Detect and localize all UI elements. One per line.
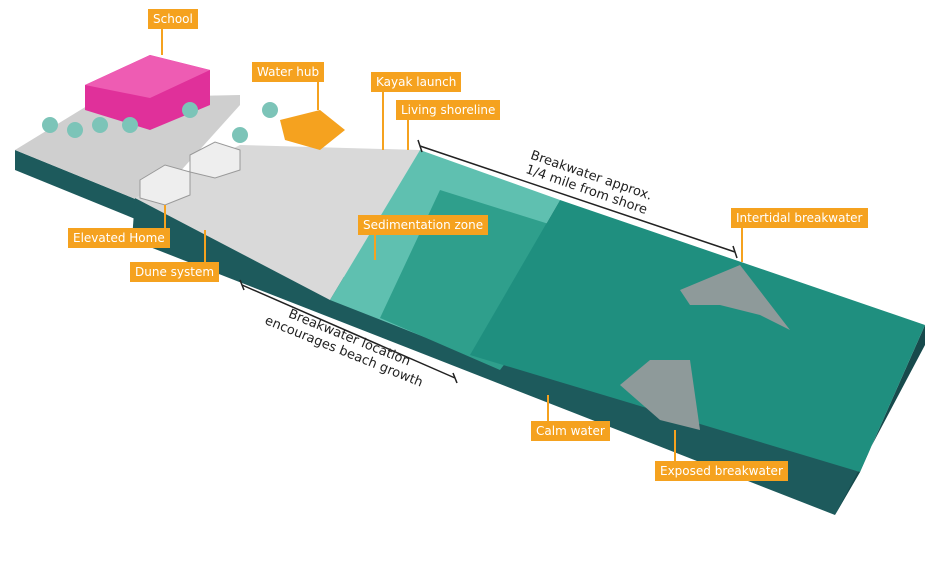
house	[189, 141, 241, 179]
label-pointers	[161, 25, 743, 461]
label-intertidal-breakwater: Intertidal breakwater	[731, 208, 868, 228]
location-line	[241, 284, 456, 379]
distance-line	[419, 145, 736, 253]
label-dune-system: Dune system	[130, 262, 220, 282]
trees	[42, 102, 278, 143]
school-block-top	[15, 95, 240, 205]
label-sedimentation-zone: Sedimentation zone	[358, 215, 489, 235]
elevated-home	[139, 164, 191, 206]
label-kayak-launch: Kayak launch	[371, 72, 462, 92]
exposed-breakwater	[620, 360, 700, 430]
label-living-shoreline: Living shoreline	[396, 100, 501, 120]
label-water-hub: Water hub	[252, 62, 325, 82]
label-exposed-breakwater: Exposed breakwater	[655, 461, 788, 481]
school-roof	[85, 55, 210, 98]
water-hub	[280, 110, 345, 150]
school-block-side	[15, 150, 150, 225]
label-calm-water: Calm water	[531, 421, 610, 441]
beach-land	[135, 145, 420, 300]
intertidal-breakwater	[680, 265, 790, 330]
label-elevated-home: Elevated Home	[68, 228, 170, 248]
calm-water	[470, 200, 925, 472]
label-school: School	[148, 9, 198, 29]
